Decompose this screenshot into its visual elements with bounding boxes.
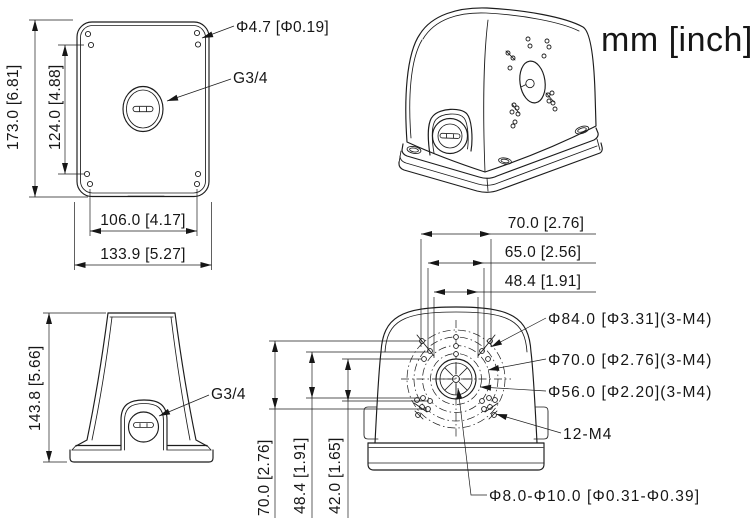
dims-bottom-horizontal: 70.0 [2.76] 65.0 [2.56] 48.4 [1.91] <box>420 215 596 358</box>
perspective-thread-holes <box>505 36 558 129</box>
perspective-conduit-knockout <box>427 108 473 156</box>
bottom-thread-holes <box>413 334 499 420</box>
side-thread-label: G3/4 <box>211 386 246 403</box>
dim-v70-label: 70.0 [2.76] <box>256 439 273 516</box>
front-view: 173.0 [6.81] 124.0 [4.88] 106.0 [4.17] <box>5 19 329 270</box>
dim-v42-label: 42.0 [1.65] <box>327 437 344 514</box>
dim-front-hole-pitch-h: 106.0 [4.17] <box>89 189 198 236</box>
dim-h70-label: 70.0 [2.76] <box>508 215 585 232</box>
bolt-circle-70-label: Φ70.0 [Φ2.76](3-M4) <box>548 352 713 369</box>
units-note: mm [inch] <box>601 21 750 59</box>
bottom-view: 70.0 [2.76] 65.0 [2.56] 48.4 [1.91] 70.0… <box>256 215 713 518</box>
thread-holes-label: 12-M4 <box>563 426 612 443</box>
front-hole-pitch-v-label: 124.0 [4.88] <box>47 65 64 150</box>
mount-hole-dia-label: Φ4.7 [Φ0.19] <box>236 19 329 36</box>
bottom-base-plate <box>367 442 545 471</box>
side-view: 143.8 [5.66] G3/4 <box>27 312 246 463</box>
dim-front-width: 133.9 [5.27] <box>74 202 212 270</box>
dim-front-height: 173.0 [6.81] <box>5 19 88 198</box>
bottom-view-outline <box>374 306 538 444</box>
perspective-base-flange <box>398 125 603 193</box>
perspective-body-outline <box>405 7 597 173</box>
center-hole-range-label: Φ8.0-Φ10.0 [Φ0.31-Φ0.39] <box>489 488 700 505</box>
bolt-circle-labels: Φ84.0 [Φ3.31](3-M4) Φ70.0 [Φ2.76](3-M4) … <box>456 311 713 505</box>
side-base-flange <box>69 444 214 463</box>
perspective-bolt-pattern <box>505 36 558 129</box>
leader-side-thread: G3/4 <box>158 386 246 417</box>
dim-h48-label: 48.4 [1.91] <box>505 273 582 290</box>
front-thread-label: G3/4 <box>233 70 268 87</box>
bolt-circle-56-label: Φ56.0 [Φ2.20](3-M4) <box>548 384 713 401</box>
dim-v48-label: 48.4 [1.91] <box>292 437 309 514</box>
leader-front-thread: G3/4 <box>166 70 268 102</box>
dim-h65-label: 65.0 [2.56] <box>505 244 582 261</box>
front-height-label: 173.0 [6.81] <box>5 65 22 150</box>
leader-mount-hole-dia: Φ4.7 [Φ0.19] <box>201 19 329 39</box>
side-height-label: 143.8 [5.66] <box>27 346 44 431</box>
front-width-label: 133.9 [5.27] <box>100 246 185 263</box>
bolt-circle-84-label: Φ84.0 [Φ3.31](3-M4) <box>548 311 713 328</box>
side-conduit-knockout <box>120 399 168 451</box>
front-hole-pitch-h-label: 106.0 [4.17] <box>100 212 185 229</box>
dims-bottom-vertical: 70.0 [2.76] 48.4 [1.91] 42.0 [1.65] <box>256 340 429 518</box>
front-mount-holes <box>83 29 202 188</box>
perspective-view: mm [inch] <box>398 7 750 193</box>
dim-side-height: 143.8 [5.66] <box>27 312 106 463</box>
dim-front-hole-pitch-v: 124.0 [4.88] <box>47 44 84 175</box>
front-conduit-knockout <box>122 85 164 133</box>
front-view-outline <box>76 21 210 198</box>
